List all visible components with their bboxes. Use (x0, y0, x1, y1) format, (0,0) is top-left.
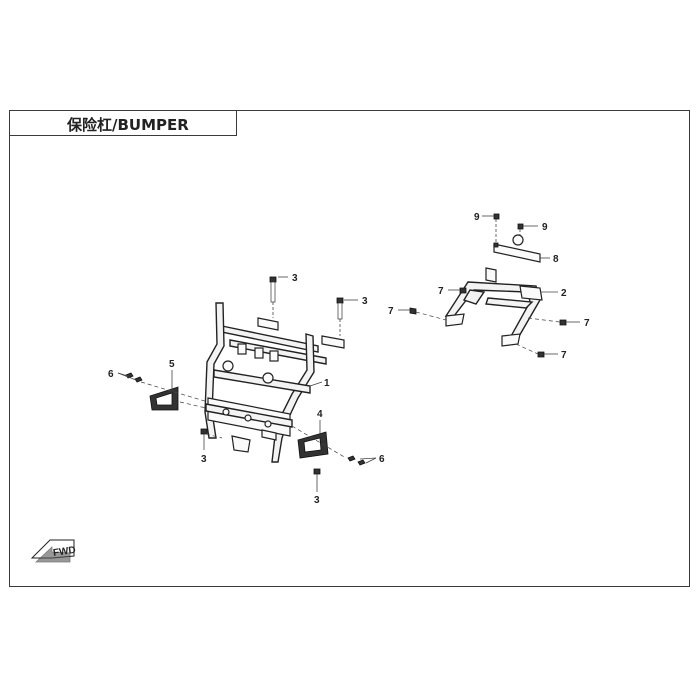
callout-3-bottom-right: 3 (314, 495, 320, 506)
fwd-label: FWD (52, 545, 76, 559)
callout-labels: 3 3 1 5 4 6 6 3 3 9 9 8 2 7 7 7 7 (108, 212, 590, 506)
bolt-set-6 (125, 372, 366, 466)
callout-7-left: 7 (388, 306, 394, 317)
callout-4: 4 (317, 409, 323, 420)
callout-6-right: 6 (379, 454, 385, 465)
callout-8: 8 (553, 254, 559, 265)
diagram-frame (9, 110, 690, 587)
page-title: 保险杠/BUMPER (67, 116, 189, 134)
leader-lines-rear (398, 215, 580, 355)
callout-3-bottom-left: 3 (201, 454, 207, 465)
callout-9-left: 9 (474, 212, 480, 223)
front-bumper-frame (204, 302, 345, 463)
leader-lines-front (117, 276, 377, 492)
right-guard-plate (297, 431, 329, 459)
title-box (9, 110, 237, 136)
callout-7-upper: 7 (438, 286, 444, 297)
callout-3-top: 3 (292, 273, 298, 284)
fwd-arrow-icon: FWD (30, 539, 76, 563)
rear-fasteners (409, 213, 567, 358)
left-guard-plate (149, 386, 179, 411)
callout-7-lower: 7 (561, 350, 567, 361)
callout-1: 1 (324, 378, 330, 389)
callout-7-right: 7 (584, 318, 590, 329)
callout-5: 5 (169, 359, 175, 370)
callout-6-left: 6 (108, 369, 114, 380)
callout-9-right: 9 (542, 222, 548, 233)
rear-bumper-frame (444, 234, 543, 347)
callout-3-right: 3 (362, 296, 368, 307)
callout-2: 2 (561, 288, 567, 299)
